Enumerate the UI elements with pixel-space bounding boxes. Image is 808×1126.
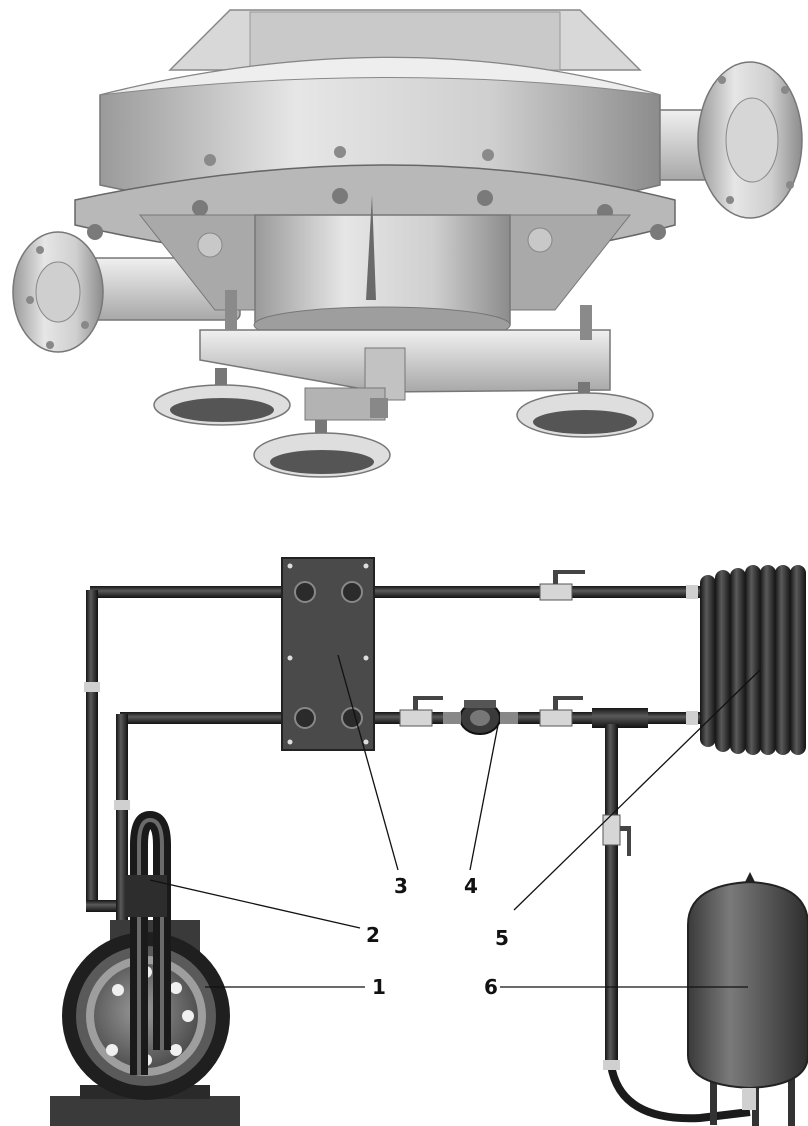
expansion-tank [687, 872, 808, 1126]
base-frame [199, 290, 611, 421]
lower-body [138, 195, 632, 344]
heat-exchanger-plate [281, 557, 375, 751]
foot-right [516, 382, 654, 438]
foot-front [253, 420, 391, 478]
callout-6: 6 [484, 975, 498, 999]
callout-4: 4 [464, 874, 478, 898]
foot-left [153, 368, 291, 426]
pipework [84, 585, 751, 1123]
valve-bottom-left [399, 696, 443, 727]
heat-pipe [125, 810, 171, 1075]
apparatus-3d [12, 9, 803, 478]
callout-2: 2 [366, 923, 380, 947]
valve-bottom-right [539, 696, 583, 727]
callout-5: 5 [495, 926, 509, 950]
valve-top [539, 570, 585, 601]
callout-3: 3 [394, 874, 408, 898]
system-schematic: 1 2 3 4 5 6 [50, 557, 808, 1126]
radiator [700, 565, 806, 755]
callout-1: 1 [372, 975, 386, 999]
circulation-pump [443, 700, 518, 735]
callouts: 1 2 3 4 5 6 [366, 874, 509, 999]
leader-lines [149, 654, 761, 988]
